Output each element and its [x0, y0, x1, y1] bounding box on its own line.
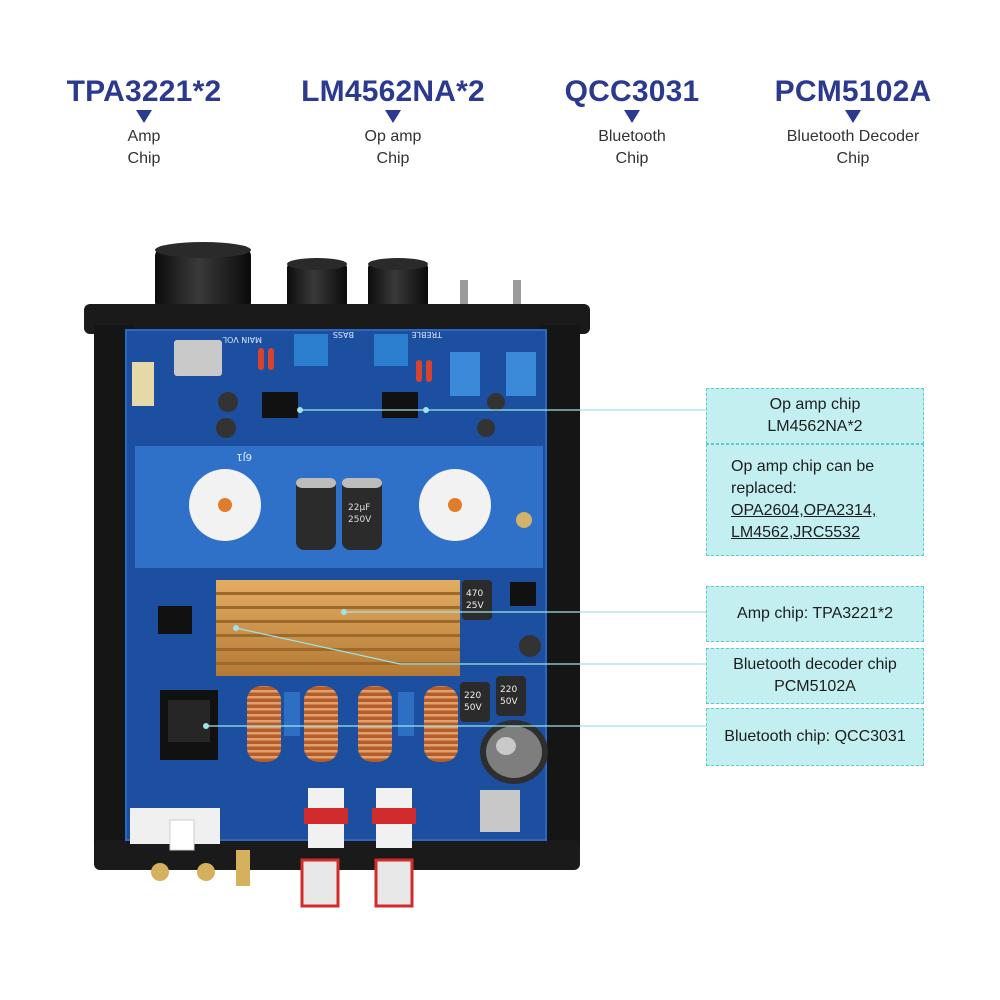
toggle-shaft — [513, 280, 521, 310]
output-coils — [247, 686, 458, 762]
connector-component — [174, 340, 222, 376]
chip-heading-decoder: PCM5102A Bluetooth Decoder Chip — [743, 74, 963, 170]
main-vol-label: MAIN VOL — [222, 335, 262, 344]
treble-potentiometer — [374, 334, 408, 366]
chip-desc-line: Bluetooth — [598, 128, 666, 145]
chip-desc-line: Amp — [127, 128, 161, 145]
chip-desc-line: Chip — [376, 150, 410, 167]
replacement-options: LM4562,JRC5532 — [731, 524, 860, 541]
chassis-top-rail — [84, 304, 590, 334]
toggle-switch — [506, 352, 536, 396]
toggle-shaft — [460, 280, 468, 310]
chip-desc: Op amp Chip — [283, 126, 503, 170]
cap-label: 470 — [466, 589, 483, 599]
tube-cap-label: 22µF — [348, 503, 370, 513]
callout-line: Amp chip: TPA3221*2 — [737, 605, 893, 622]
opamp-chip-1 — [262, 392, 298, 418]
down-arrow-icon — [624, 110, 640, 123]
capacitor-220-b: 220 50V — [496, 676, 526, 716]
large-capacitor — [480, 720, 548, 784]
chassis-bottom-rail — [94, 840, 580, 870]
cap-label: 50V — [500, 697, 518, 707]
chip-desc: Bluetooth Chip — [522, 126, 742, 170]
rca-jack — [151, 863, 169, 881]
callout-opamp: Op amp chip LM4562NA*2 — [706, 388, 924, 444]
replacement-options: OPA2604,OPA2314, — [731, 502, 877, 519]
chip-heading-opamp: LM4562NA*2 Op amp Chip — [283, 74, 503, 170]
inductor-small — [510, 582, 536, 606]
heat-sink — [216, 580, 460, 676]
callout-line: replaced: — [731, 480, 797, 497]
down-arrow-icon — [845, 110, 861, 123]
capacitor-470: 470 25V — [462, 580, 492, 620]
cap-label: 220 — [464, 691, 481, 701]
antenna-connector — [236, 850, 250, 886]
callout-line: Op amp chip — [769, 396, 861, 413]
chip-desc-line: Bluetooth Decoder — [786, 128, 920, 145]
tube-socket-right — [419, 469, 491, 541]
tube-cap-label: 250V — [348, 515, 372, 525]
bass-knob — [287, 258, 347, 310]
chip-name: PCM5102A — [774, 75, 932, 108]
chip-desc-line: Chip — [836, 150, 870, 167]
usb-port — [480, 790, 520, 832]
relay-component — [132, 362, 154, 406]
small-capacitor — [477, 419, 495, 437]
callout-bluetooth: Bluetooth chip: QCC3031 — [706, 708, 924, 766]
tube-socket-left — [189, 469, 261, 541]
small-capacitor — [487, 393, 505, 411]
chip-desc: Bluetooth Decoder Chip — [743, 126, 963, 170]
speaker-terminal-left — [300, 788, 348, 908]
callout-line: PCM5102A — [774, 678, 856, 695]
tube-label: 6J1 — [236, 451, 252, 462]
treble-label: TREBLE — [412, 330, 444, 339]
opamp-chip-2 — [382, 392, 418, 418]
bass-potentiometer — [294, 334, 328, 366]
down-arrow-icon — [385, 110, 401, 123]
chip-name: QCC3031 — [564, 75, 700, 108]
tube-capacitor-right: 22µF 250V — [342, 478, 382, 550]
toggle-switch — [450, 352, 480, 396]
callout-line: LM4562NA*2 — [767, 418, 863, 435]
callout-decoder: Bluetooth decoder chip PCM5102A — [706, 648, 924, 704]
chip-name: LM4562NA*2 — [301, 75, 485, 108]
leader-lines — [206, 409, 706, 727]
callout-line: Bluetooth decoder chip — [733, 656, 897, 673]
resistor-row — [258, 348, 432, 382]
treble-knob — [368, 258, 428, 310]
tube-capacitor-left — [296, 478, 336, 550]
leader-dots — [203, 407, 429, 729]
down-arrow-icon — [136, 110, 152, 123]
small-capacitor — [519, 635, 541, 657]
decoder-chip — [158, 606, 192, 634]
small-capacitor — [216, 418, 236, 438]
screw-terminal — [516, 512, 532, 528]
chip-desc-line: Op amp — [364, 128, 422, 145]
cap-label: 220 — [500, 685, 517, 695]
chip-name: TPA3221*2 — [66, 75, 222, 108]
small-capacitor — [218, 392, 238, 412]
chip-desc: Amp Chip — [34, 126, 254, 170]
speaker-terminal-right — [372, 788, 416, 908]
callout-amp: Amp chip: TPA3221*2 — [706, 586, 924, 642]
cap-label: 50V — [464, 703, 482, 713]
callout-opamp-replace: Op amp chip can be replaced: OPA2604,OPA… — [706, 444, 924, 556]
callout-line: Op amp chip can be — [731, 458, 875, 475]
cap-label: 25V — [466, 601, 484, 611]
chip-heading-amp: TPA3221*2 Amp Chip — [34, 74, 254, 170]
chip-heading-bluetooth: QCC3031 Bluetooth Chip — [522, 74, 742, 170]
chip-desc-line: Chip — [615, 150, 649, 167]
chip-desc-line: Chip — [127, 150, 161, 167]
rca-jack — [197, 863, 215, 881]
bass-label: BASS — [333, 330, 354, 339]
callout-line: Bluetooth chip: QCC3031 — [724, 728, 906, 745]
capacitor-220-a: 220 50V — [460, 682, 490, 722]
main-volume-knob — [155, 242, 251, 310]
